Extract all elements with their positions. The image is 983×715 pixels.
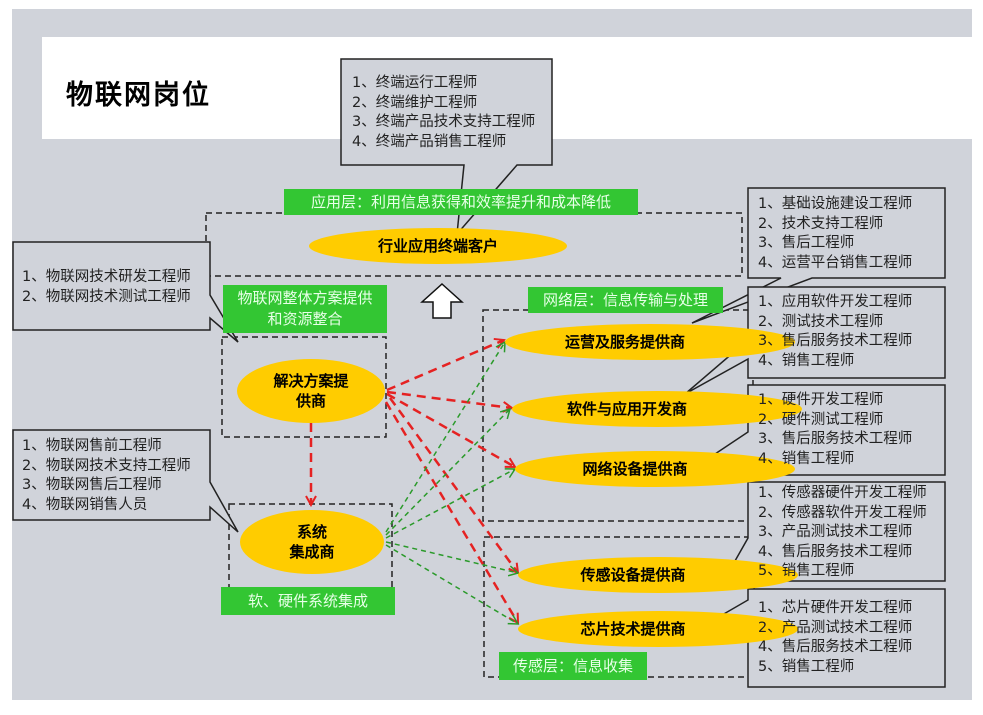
callout-item: 3、终端产品技术支持工程师 xyxy=(352,114,536,130)
arrow-solution-to-software xyxy=(386,390,512,408)
solution-group-label: 物联网整体方案提供 和资源整合 xyxy=(223,285,387,333)
node-solution-provider-line2: 供商 xyxy=(295,392,326,410)
up-arrow-icon xyxy=(420,282,464,319)
callout-item: 2、硬件测试工程师 xyxy=(758,411,884,428)
callout-item: 1、物联网技术研发工程师 xyxy=(22,269,191,285)
callout-item: 1、基础设施建设工程师 xyxy=(758,196,913,212)
node-chip-provider[interactable]: 芯片技术提供商 xyxy=(518,611,798,647)
callout-item: 2、传感器软件开发工程师 xyxy=(758,504,927,521)
node-industry-customer[interactable]: 行业应用终端客户 xyxy=(309,228,567,264)
callout-item: 3、物联网售后工程师 xyxy=(22,477,162,493)
arrow-integrator-to-operator xyxy=(385,340,506,533)
callout-item: 4、销售工程师 xyxy=(758,450,855,467)
arrow-integrator-to-network-equipment xyxy=(385,468,517,539)
node-system-integrator-line1: 系统 xyxy=(296,523,327,541)
callout-chip-shape xyxy=(700,588,946,688)
arrow-solution-to-network-equipment xyxy=(386,392,515,469)
callout-item: 2、物联网技术支持工程师 xyxy=(22,457,191,474)
callout-solution: 1、物联网技术研发工程师 2、物联网技术测试工程师 xyxy=(22,268,191,307)
callout-item: 5、销售工程师 xyxy=(758,658,855,675)
callout-item: 5、销售工程师 xyxy=(758,563,855,579)
callout-item: 1、终端运行工程师 xyxy=(352,75,478,91)
callout-item: 2、产品测试技术工程师 xyxy=(758,619,913,636)
callout-item: 4、售后服务技术工程师 xyxy=(758,543,913,560)
callout-item: 2、物联网技术测试工程师 xyxy=(22,288,191,305)
node-sensor-equipment-label: 传感设备提供商 xyxy=(580,566,686,584)
application-layer-label: 应用层：利用信息获得和效率提升和成本降低 xyxy=(284,189,638,215)
node-system-integrator-line2: 集成商 xyxy=(289,543,335,561)
node-sensor-equipment[interactable]: 传感设备提供商 xyxy=(518,557,798,593)
node-network-equipment-label: 网络设备提供商 xyxy=(582,460,688,478)
callout-item: 3、产品测试技术工程师 xyxy=(758,524,913,540)
callout-item: 1、传感器硬件开发工程师 xyxy=(758,485,927,501)
callout-integrator: 1、物联网售前工程师 2、物联网技术支持工程师 3、物联网售后工程师 4、物联网… xyxy=(22,437,191,515)
node-solution-provider-line1: 解决方案提 xyxy=(273,372,349,390)
arrow-solution-to-chip xyxy=(384,401,520,623)
callout-integrator-shape xyxy=(12,429,239,533)
callout-software: 1、应用软件开发工程师 2、测试技术工程师 3、售后服务技术工程师 4、销售工程… xyxy=(758,293,912,371)
node-solution-provider[interactable]: 解决方案提 供商 xyxy=(237,359,385,423)
callout-chip: 1、芯片硬件开发工程师 2、产品测试技术工程师 4、售后服务技术工程师 5、销售… xyxy=(758,599,912,677)
arrow-integrator-to-software xyxy=(385,407,512,536)
integration-group-label: 软、硬件系统集成 xyxy=(221,587,395,615)
callout-item: 4、终端产品销售工程师 xyxy=(352,133,507,150)
solution-group-box xyxy=(221,336,387,438)
callout-item: 2、技术支持工程师 xyxy=(758,215,884,232)
callout-item: 1、硬件开发工程师 xyxy=(758,392,884,408)
callout-item: 1、物联网售前工程师 xyxy=(22,438,162,454)
callout-terminal: 1、终端运行工程师 2、终端维护工程师 3、终端产品技术支持工程师 4、终端产品… xyxy=(352,74,535,152)
callout-operator: 1、基础设施建设工程师 2、技术支持工程师 3、售后工程师 4、运营平台销售工程… xyxy=(758,195,912,273)
callout-item: 1、应用软件开发工程师 xyxy=(758,294,913,310)
page-title: 物联网岗位 xyxy=(66,80,211,111)
callout-sensor: 1、传感器硬件开发工程师 2、传感器软件开发工程师 3、产品测试技术工程师 4、… xyxy=(758,484,927,582)
callout-item: 2、终端维护工程师 xyxy=(352,94,478,111)
arrow-solution-to-sensor xyxy=(388,397,518,573)
callout-item: 3、售后服务技术工程师 xyxy=(758,333,913,349)
callout-item: 4、销售工程师 xyxy=(758,352,855,369)
callout-item: 4、物联网销售人员 xyxy=(22,496,148,513)
callout-item: 3、售后服务技术工程师 xyxy=(758,431,913,447)
solution-group-label-line1: 物联网整体方案提供 xyxy=(237,289,373,307)
network-layer-label: 网络层：信息传输与处理 xyxy=(528,287,723,313)
node-operator[interactable]: 运营及服务提供商 xyxy=(505,324,795,360)
node-software-dev-label: 软件与应用开发商 xyxy=(566,400,687,418)
sensing-layer-label: 传感层：信息收集 xyxy=(499,652,647,680)
node-system-integrator[interactable]: 系统 集成商 xyxy=(240,510,384,574)
node-software-dev[interactable]: 软件与应用开发商 xyxy=(512,391,802,427)
node-operator-label: 运营及服务提供商 xyxy=(564,333,685,351)
node-industry-customer-label: 行业应用终端客户 xyxy=(377,237,498,255)
callout-item: 2、测试技术工程师 xyxy=(758,313,884,330)
node-chip-provider-label: 芯片技术提供商 xyxy=(580,620,686,638)
callout-item: 4、售后服务技术工程师 xyxy=(758,639,913,655)
node-network-equipment[interactable]: 网络设备提供商 xyxy=(515,451,795,487)
arrow-integrator-to-sensor xyxy=(385,541,520,577)
callout-item: 3、售后工程师 xyxy=(758,235,855,251)
arrow-solution-to-operator xyxy=(386,340,504,392)
solution-group-label-line2: 和资源整合 xyxy=(267,310,343,328)
callout-item: 4、运营平台销售工程师 xyxy=(758,254,913,271)
callout-network-equipment: 1、硬件开发工程师 2、硬件测试工程师 3、售后服务技术工程师 4、销售工程师 xyxy=(758,391,912,469)
arrow-integrator-to-chip xyxy=(385,544,520,625)
callout-item: 1、芯片硬件开发工程师 xyxy=(758,600,913,616)
